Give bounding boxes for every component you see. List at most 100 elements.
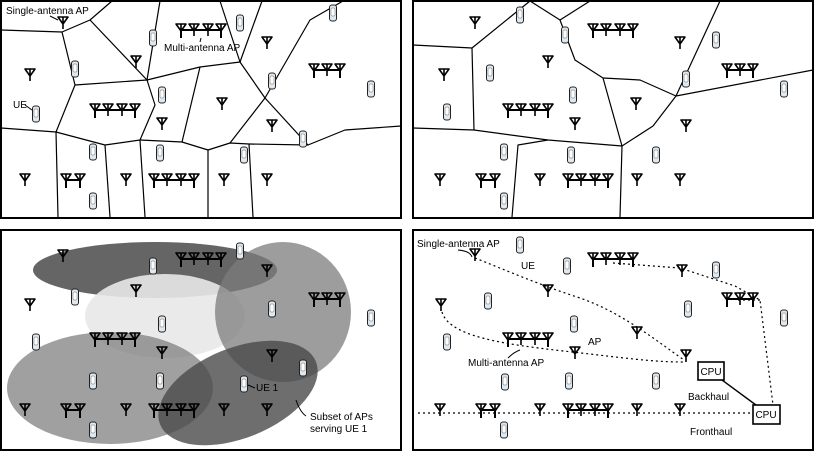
- phone-icon: [236, 242, 244, 260]
- phone-icon: [500, 192, 508, 210]
- cluster-ellipse-ue1: [158, 340, 318, 446]
- phone-icon: [684, 300, 692, 318]
- multi-antenna-icon: [475, 403, 501, 418]
- phone-icon: [500, 143, 508, 161]
- ap-clusters: [7, 242, 351, 446]
- single-antenna-ap-label: Single-antenna AP: [6, 6, 89, 17]
- multi-antenna-icon: [587, 23, 639, 38]
- subset-label-line1: Subset of APs: [310, 412, 373, 423]
- multi-antenna-icon: [60, 173, 86, 188]
- phone-icon: [567, 146, 575, 164]
- phone-icon: [329, 4, 337, 22]
- label-leader: [295, 399, 307, 417]
- cpu-box: [752, 404, 781, 425]
- phone-icon: [71, 60, 79, 78]
- multi-antenna-icon: [475, 173, 501, 188]
- phone-icon: [682, 70, 690, 88]
- phone-icon: [156, 372, 164, 390]
- fronthaul-label: Fronthaul: [690, 427, 732, 438]
- ue1-label: UE 1: [256, 383, 279, 394]
- phone-icon: [158, 315, 166, 333]
- phone-icon: [712, 31, 720, 49]
- multi-antenna-icon: [502, 332, 554, 347]
- phone-icon: [268, 300, 276, 318]
- phone-icon: [516, 236, 524, 254]
- phone-icon: [367, 80, 375, 98]
- phone-icon: [71, 288, 79, 306]
- phone-icon: [712, 261, 720, 279]
- multi-antenna-icon: [89, 103, 141, 118]
- phone-icon: [240, 146, 248, 164]
- multi-antenna-aps: [475, 252, 759, 418]
- panel-cellular-mixed: Single-antenna AP Multi-antenna AP UE: [0, 0, 402, 219]
- phone-icon: [236, 14, 244, 32]
- backhaul-label: Backhaul: [688, 392, 729, 403]
- phone-icon: [149, 257, 157, 275]
- phone-icon: [156, 144, 164, 162]
- phone-icon: [299, 130, 307, 148]
- phone-icon: [570, 315, 578, 333]
- phone-icon: [500, 421, 508, 439]
- multi-antenna-ap-label: Multi-antenna AP: [468, 358, 544, 369]
- phone-icon: [240, 375, 248, 393]
- label-leader: [49, 15, 59, 21]
- label-leader: [24, 104, 33, 111]
- phone-icon: [484, 292, 492, 310]
- cpu-box: [697, 361, 725, 381]
- ue-label: UE: [521, 261, 535, 272]
- label-leader: [457, 249, 473, 258]
- phone-icon: [563, 257, 571, 275]
- phone-icon: [501, 373, 509, 391]
- multi-antenna-icon: [562, 173, 614, 188]
- multi-antenna-aps: [475, 23, 759, 188]
- phone-icon: [89, 421, 97, 439]
- phone-icon: [652, 146, 660, 164]
- phone-icon: [89, 192, 97, 210]
- phone-icon: [780, 309, 788, 327]
- multi-antenna-ap-label: Multi-antenna AP: [164, 43, 240, 54]
- panel-cell-free: CPU CPU Single-antenna AP UE AP Multi-an…: [412, 229, 814, 451]
- label-leader: [199, 37, 202, 43]
- phone-icon: [149, 29, 157, 47]
- multi-antenna-icon: [721, 63, 759, 78]
- phone-icon: [367, 309, 375, 327]
- multi-antenna-icon: [175, 252, 227, 267]
- ue-label: UE: [13, 100, 27, 111]
- multi-antenna-aps: [60, 252, 346, 418]
- panel-cellular-single: [412, 0, 814, 219]
- panel-user-centric: UE 1 Subset of APs serving UE 1: [0, 229, 402, 451]
- phone-icon: [443, 333, 451, 351]
- multi-antenna-aps: [60, 23, 346, 188]
- cpu-label: CPU: [755, 410, 776, 421]
- label-leader: [247, 384, 256, 389]
- multi-antenna-icon: [562, 403, 614, 418]
- panel-frame: [0, 0, 402, 219]
- cpu-label: CPU: [700, 367, 721, 378]
- multi-antenna-icon: [308, 63, 346, 78]
- multi-antenna-icon: [175, 23, 227, 38]
- single-antenna-ap-label: Single-antenna AP: [417, 239, 500, 250]
- multi-antenna-icon: [60, 403, 86, 418]
- cpu-edge: CPU: [697, 361, 725, 381]
- phone-icon: [516, 6, 524, 24]
- backhaul-link: [721, 379, 761, 409]
- subset-label-line2: serving UE 1: [310, 424, 368, 435]
- label-leader: [507, 349, 521, 359]
- phone-icon: [561, 26, 569, 44]
- phone-icon: [486, 64, 494, 82]
- phone-icon: [89, 143, 97, 161]
- phone-icon: [89, 372, 97, 390]
- phone-icon: [32, 105, 40, 123]
- phone-icon: [32, 333, 40, 351]
- multi-antenna-icon: [89, 332, 141, 347]
- multi-antenna-icon: [148, 403, 200, 418]
- phone-icon: [268, 72, 276, 90]
- multi-antenna-icon: [308, 292, 346, 307]
- cpu-central: CPU: [752, 404, 781, 425]
- phone-icon: [569, 86, 577, 104]
- phone-icon: [443, 103, 451, 121]
- multi-antenna-icon: [587, 252, 639, 267]
- phone-icon: [565, 372, 573, 390]
- phone-icon: [299, 359, 307, 377]
